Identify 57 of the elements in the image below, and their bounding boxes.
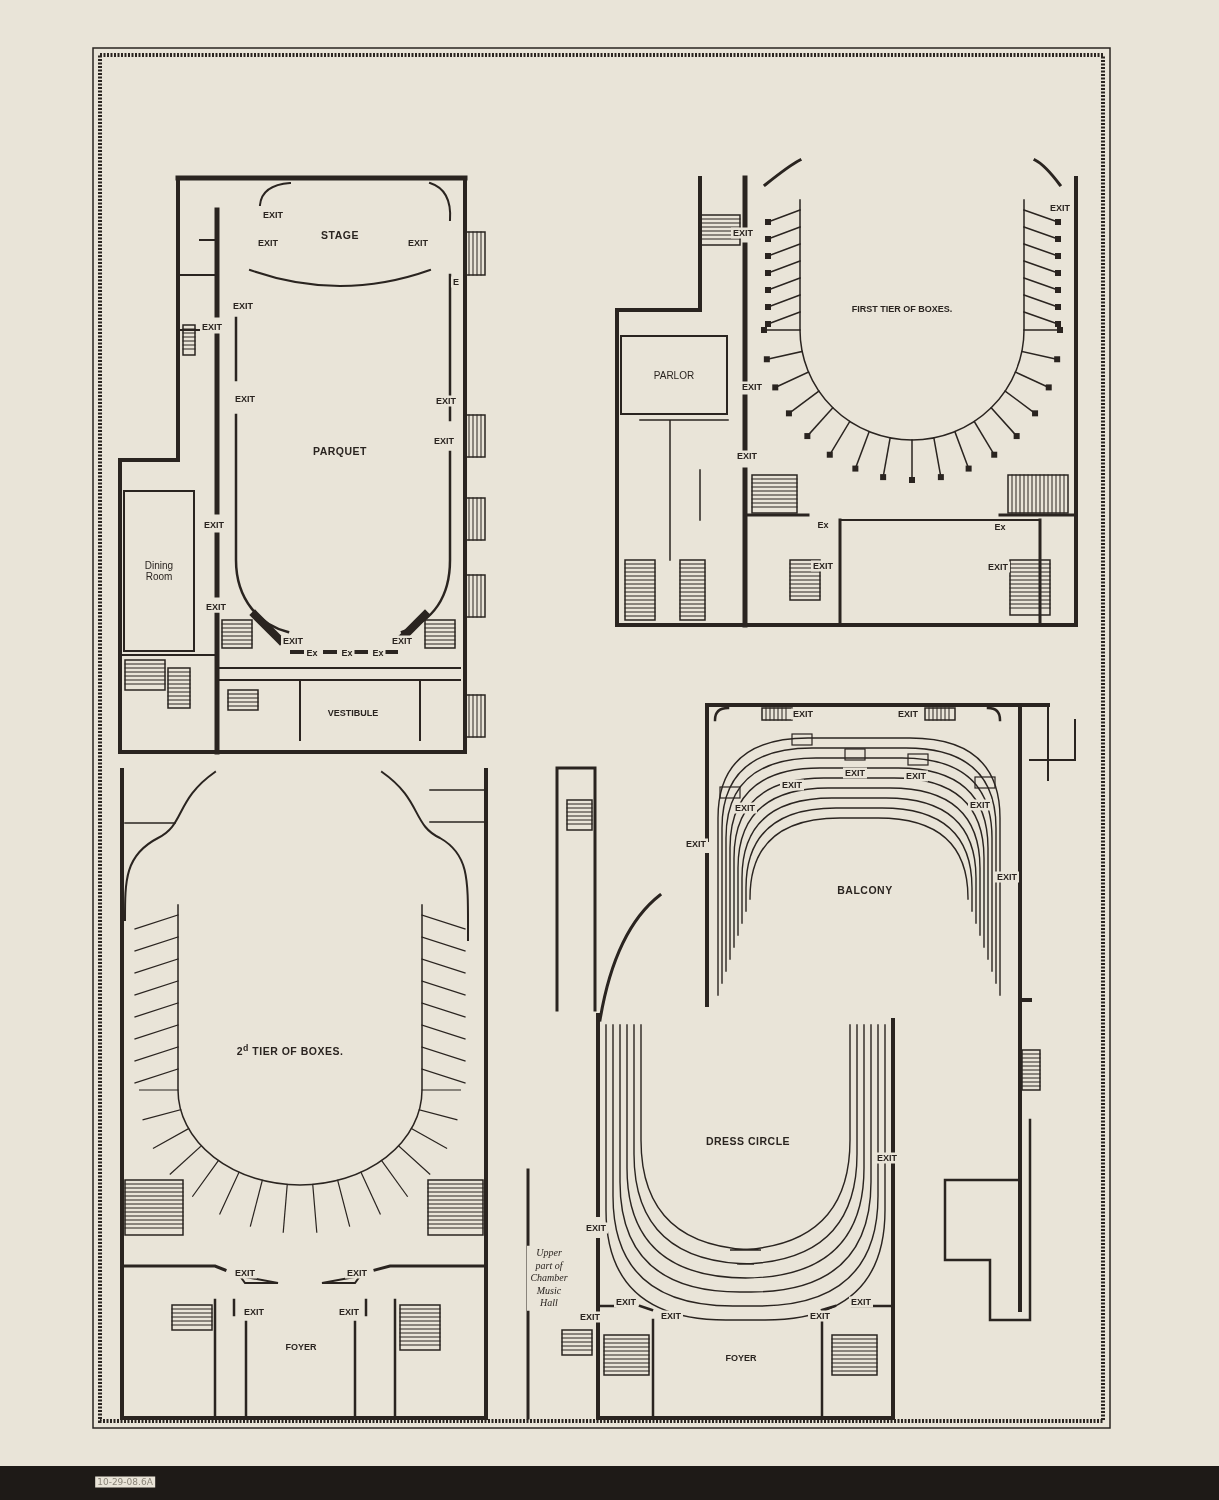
room-note: Upper part of Chamber Music Hall xyxy=(527,1245,571,1311)
plan-label: EXIT xyxy=(659,1310,683,1322)
plan-label: Ex xyxy=(304,647,320,659)
plan-label: PARQUET xyxy=(310,444,370,458)
plan-label: EXIT xyxy=(614,1296,638,1308)
plan-label: FIRST TIER OF BOXES. xyxy=(849,303,955,315)
plan-label: EXIT xyxy=(731,227,755,239)
plan-label: Ex xyxy=(370,647,386,659)
plan-label: EXIT xyxy=(337,1306,361,1318)
plan-label: EXIT xyxy=(233,1267,257,1279)
plan-label: VESTIBULE xyxy=(325,707,381,719)
plan-label: FOYER xyxy=(723,1352,759,1364)
plan-label: EXIT xyxy=(242,1306,266,1318)
plan-label: EXIT xyxy=(434,395,458,407)
plan-label: EXIT xyxy=(281,635,305,647)
archive-note: 10-29-08.6A xyxy=(95,1476,155,1488)
plan-label: DRESS CIRCLE xyxy=(703,1134,793,1148)
plan-label: EXIT xyxy=(584,1222,608,1234)
plan-label: EXIT xyxy=(345,1267,369,1279)
plan-label: EXIT xyxy=(780,779,804,791)
room-box: PARLOR xyxy=(620,335,728,415)
plan-label: EXIT xyxy=(843,767,867,779)
plan-label: EXIT xyxy=(849,1296,873,1308)
plan-label: EXIT xyxy=(256,237,280,249)
plan-label: BALCONY xyxy=(835,883,895,897)
plan-label: EXIT xyxy=(904,770,928,782)
plan-label: FOYER xyxy=(283,1341,319,1353)
plan-label: EXIT xyxy=(740,381,764,393)
plan-label: E xyxy=(451,276,461,288)
plan-label: EXIT xyxy=(808,1310,832,1322)
plan-label: EXIT xyxy=(968,799,992,811)
plan-label: EXIT xyxy=(233,393,257,405)
plan-label: EXIT xyxy=(432,435,456,447)
plan-label: STAGE xyxy=(319,228,361,242)
plan-label: EXIT xyxy=(811,560,835,572)
plan-label: EXIT xyxy=(1048,202,1072,214)
plan-label: Ex xyxy=(992,521,1008,533)
plan-label: EXIT xyxy=(986,561,1010,573)
room-box: Dining Room xyxy=(123,490,195,652)
plan-label: EXIT xyxy=(202,519,226,531)
plan-label: EXIT xyxy=(995,871,1019,883)
plan-label: EXIT xyxy=(791,708,815,720)
plan-label: EXIT xyxy=(204,601,228,613)
plan-label: EXIT xyxy=(261,209,285,221)
plan-label: EXIT xyxy=(200,321,224,333)
plan-label: Ex xyxy=(339,647,355,659)
plan-label: Ex xyxy=(815,519,831,531)
plan-label: EXIT xyxy=(896,708,920,720)
plan-label: 2$^{d}$ TIER OF BOXES. xyxy=(234,1042,346,1058)
plan-label: EXIT xyxy=(684,838,708,850)
plan-label: EXIT xyxy=(735,450,759,462)
plan-label: EXIT xyxy=(231,300,255,312)
plan-label: EXIT xyxy=(733,802,757,814)
plan-label: EXIT xyxy=(578,1311,602,1323)
plan-label: EXIT xyxy=(875,1152,899,1164)
plan-label: EXIT xyxy=(390,635,414,647)
plan-label: EXIT xyxy=(406,237,430,249)
